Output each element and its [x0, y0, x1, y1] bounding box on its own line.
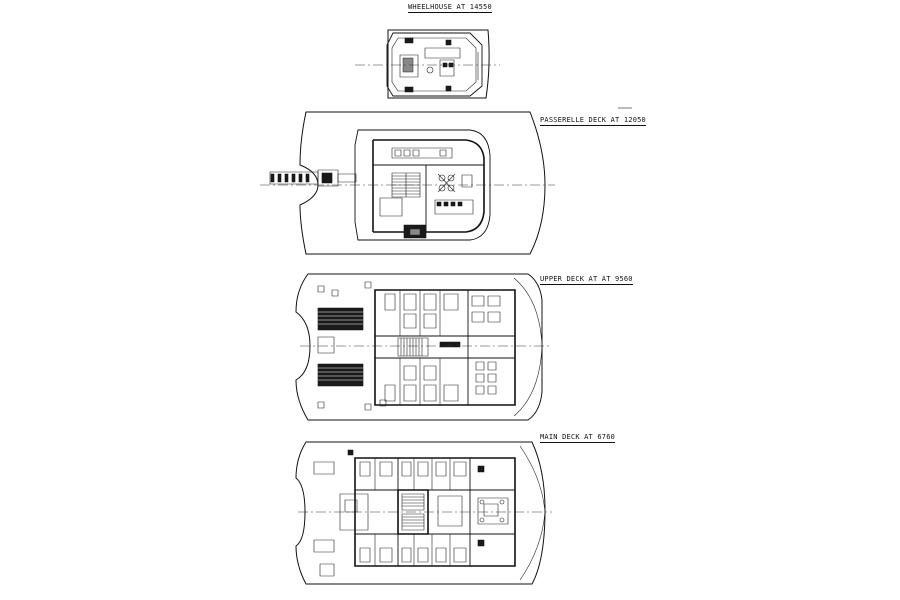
passerelle-deck-plan — [260, 108, 632, 254]
wheelhouse-plan — [355, 30, 500, 98]
passerelle-deck-label: PASSERELLE DECK AT 12050 — [540, 116, 646, 126]
upper-deck-plan — [296, 274, 552, 420]
main-deck-plan — [296, 442, 552, 584]
main-deck-label: MAIN DECK AT 6760 — [540, 433, 616, 443]
upper-deck-label: UPPER DECK AT AT 9560 — [540, 275, 633, 285]
wheelhouse-label: WHEELHOUSE AT 14550 — [408, 3, 492, 13]
